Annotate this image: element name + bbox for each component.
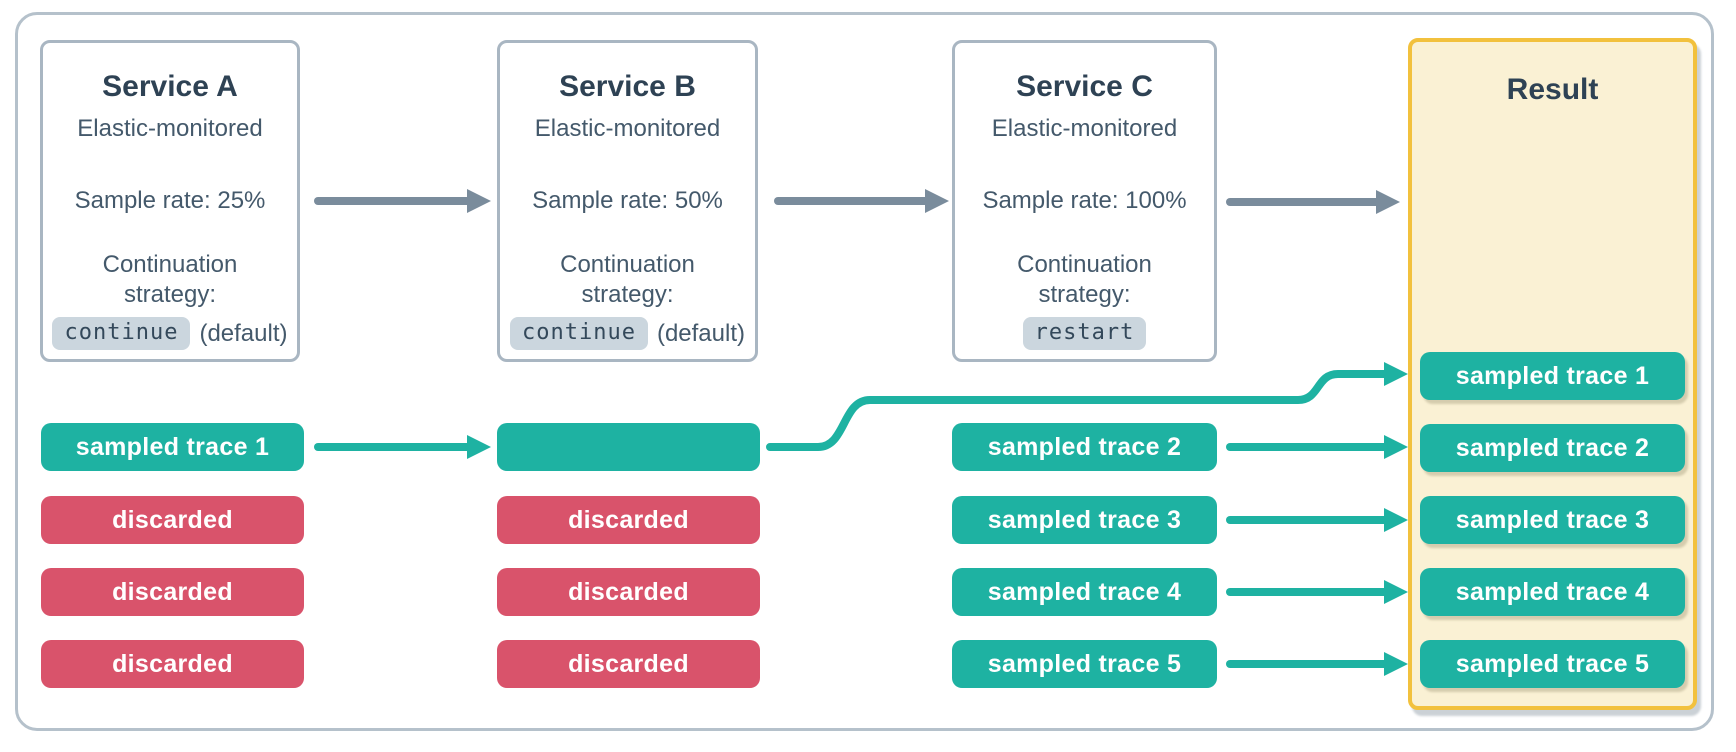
- result-title: Result: [1506, 73, 1599, 106]
- pill-c-sampled-trace-4: sampled trace 4: [952, 568, 1217, 616]
- service-a-sample-rate: Sample rate: 25%: [74, 187, 266, 214]
- service-a-box: Service A Elastic-monitored Sample rate:…: [40, 40, 300, 362]
- strategy-line-2: strategy:: [1038, 281, 1131, 308]
- service-c-strategy-label: Continuation strategy:: [1017, 250, 1152, 310]
- service-c-title: Service C: [1016, 70, 1153, 103]
- strategy-line-1: Continuation: [1017, 251, 1152, 278]
- outer-frame: [15, 12, 1714, 731]
- service-a-title: Service A: [102, 70, 238, 103]
- pill-b-discarded-3: discarded: [497, 640, 760, 688]
- service-b-strategy-value: continue (default): [509, 317, 745, 350]
- pill-a-discarded-1: discarded: [41, 496, 304, 544]
- pill-c-sampled-trace-2: sampled trace 2: [952, 423, 1217, 471]
- pill-b-sampled-unlabeled: [497, 423, 760, 471]
- service-a-strategy-label: Continuation strategy:: [103, 250, 238, 310]
- service-a-strategy-default-note: (default): [199, 319, 288, 347]
- pill-result-sampled-trace-4: sampled trace 4: [1420, 568, 1685, 616]
- pill-result-sampled-trace-1: sampled trace 1: [1420, 352, 1685, 400]
- service-b-title: Service B: [559, 70, 696, 103]
- pill-c-sampled-trace-3: sampled trace 3: [952, 496, 1217, 544]
- strategy-line-2: strategy:: [581, 281, 674, 308]
- pill-b-discarded-2: discarded: [497, 568, 760, 616]
- service-c-strategy-value: restart: [1022, 317, 1147, 350]
- service-c-monitored: Elastic-monitored: [991, 115, 1178, 142]
- pill-b-discarded-1: discarded: [497, 496, 760, 544]
- service-b-box: Service B Elastic-monitored Sample rate:…: [497, 40, 758, 362]
- strategy-line-2: strategy:: [123, 281, 217, 308]
- service-b-strategy-label: Continuation strategy:: [560, 250, 695, 310]
- pill-a-discarded-2: discarded: [41, 568, 304, 616]
- service-b-strategy-chip: continue: [509, 317, 648, 350]
- service-b-strategy-default-note: (default): [656, 319, 745, 347]
- service-b-monitored: Elastic-monitored: [534, 115, 721, 142]
- pill-result-sampled-trace-5: sampled trace 5: [1420, 640, 1685, 688]
- strategy-line-1: Continuation: [560, 251, 695, 278]
- service-b-sample-rate: Sample rate: 50%: [532, 187, 723, 214]
- service-a-strategy-chip: continue: [52, 317, 191, 350]
- strategy-line-1: Continuation: [102, 251, 238, 278]
- service-c-box: Service C Elastic-monitored Sample rate:…: [952, 40, 1217, 362]
- pill-result-sampled-trace-2: sampled trace 2: [1420, 424, 1685, 472]
- pill-a-sampled-trace-1: sampled trace 1: [41, 423, 304, 471]
- service-c-strategy-chip: restart: [1022, 317, 1147, 350]
- service-a-strategy-value: continue (default): [52, 317, 288, 350]
- pill-a-discarded-3: discarded: [41, 640, 304, 688]
- service-a-monitored: Elastic-monitored: [77, 115, 263, 142]
- pill-c-sampled-trace-5: sampled trace 5: [952, 640, 1217, 688]
- service-c-sample-rate: Sample rate: 100%: [982, 187, 1187, 214]
- pill-result-sampled-trace-3: sampled trace 3: [1420, 496, 1685, 544]
